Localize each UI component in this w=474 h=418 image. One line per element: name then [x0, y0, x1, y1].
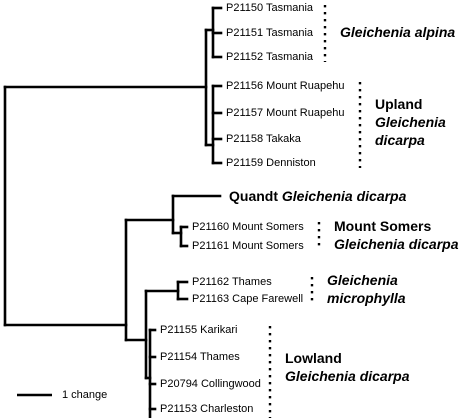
leaf-p21161: P21161 Mount Somers [192, 240, 304, 252]
species-name: Gleichenia dicarpa [334, 236, 459, 252]
leaf-p21157: P21157 Mount Ruapehu [226, 107, 345, 119]
leaf-p20794: P20794 Collingwood [160, 378, 261, 390]
leaf-p21159: P21159 Denniston [226, 157, 316, 169]
region-name: Mount Somers [334, 218, 432, 234]
leaf-p21150: P21150 Tasmania [226, 2, 314, 14]
region-name: Upland [375, 96, 423, 112]
genus-name: Gleichenia [375, 114, 446, 130]
region-name: Quandt [229, 188, 278, 204]
scale-bar-label: 1 change [62, 389, 108, 401]
species-name: Gleichenia dicarpa [281, 188, 407, 204]
species-name: Gleichenia alpina [340, 24, 456, 40]
group-label-microphylla: Gleichenia microphylla [327, 271, 406, 307]
group-label-alpina: Gleichenia alpina [340, 23, 455, 41]
leaf-p21156: P21156 Mount Ruapehu [226, 80, 345, 92]
group-label-quandt: Quandt Gleichenia dicarpa [229, 187, 406, 205]
epithet-name: dicarpa [375, 132, 425, 148]
epithet-name: microphylla [327, 290, 406, 306]
region-name: Lowland [285, 350, 342, 366]
genus-name: Gleichenia [327, 272, 398, 288]
leaf-p21152: P21152 Tasmania [226, 51, 314, 63]
leaf-p21155: P21155 Karikari [160, 324, 238, 336]
group-label-lowland: Lowland Gleichenia dicarpa [285, 349, 410, 385]
group-label-upland: Upland Gleichenia dicarpa [375, 95, 446, 149]
leaf-p21151: P21151 Tasmania [226, 27, 314, 39]
leaf-p21154: P21154 Thames [160, 351, 240, 363]
species-name: Gleichenia dicarpa [285, 368, 410, 384]
leaf-p21153: P21153 Charleston [160, 403, 254, 415]
leaf-p21162: P21162 Thames [192, 276, 272, 288]
leaf-p21163: P21163 Cape Farewell [192, 293, 304, 305]
leaf-p21158: P21158 Takaka [226, 133, 301, 145]
leaf-p21160: P21160 Mount Somers [192, 221, 304, 233]
group-label-mount-somers: Mount Somers Gleichenia dicarpa [334, 217, 459, 253]
